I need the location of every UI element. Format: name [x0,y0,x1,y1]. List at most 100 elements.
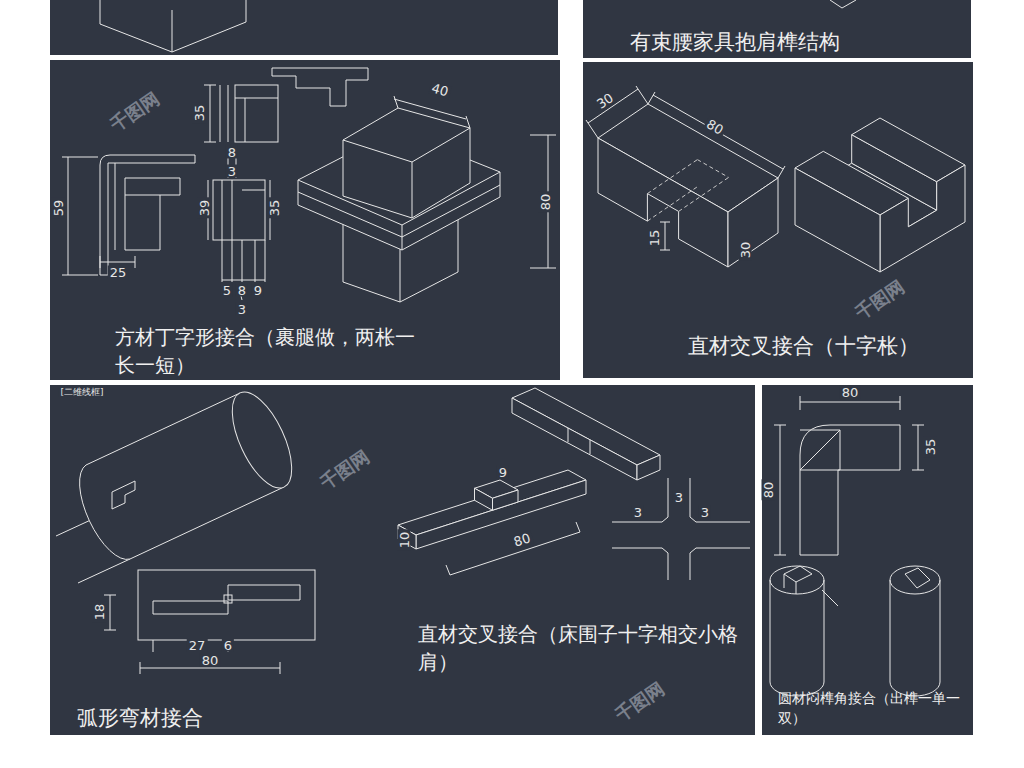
curved-joint [220,384,304,497]
dimension-label: 30 [739,240,752,261]
cross-lap-joint [598,138,728,267]
partial-drawing [100,0,246,52]
dimension-label: 10 [398,530,411,551]
bed-rail-cross-joint [446,522,580,575]
cross-lap-joint [586,86,965,272]
t-joint-details [213,180,265,240]
round-corner-joint [770,396,940,696]
cross-lap-joint [852,118,965,182]
bed-rail-cross-joint [568,428,590,454]
round-corner-joint [770,580,824,696]
panel-ground [50,60,560,380]
dimension-label: 3 [632,506,644,519]
bed-rail-cross-joint [512,388,660,465]
t-joint-details [235,85,278,142]
t-joint-details [115,163,180,250]
panel-caption: 弧形弯材接合 [77,705,277,731]
round-corner-joint [800,430,840,470]
dimension-label: 18 [93,602,106,623]
dimension-label: 35 [193,103,206,124]
dimension-label: 9 [252,284,264,297]
curved-joint [112,481,135,509]
panel-ground [50,0,973,735]
dimension-label: 80 [200,654,221,667]
dimension-label: 80 [539,192,552,213]
dimension-label: 3 [226,165,238,178]
round-corner-joint [770,566,824,594]
dimension-label: 3 [673,491,685,504]
dimension-label: 8 [236,284,248,297]
caption-panel: 圆材闷榫角接合（出榫一单一双） [762,385,973,735]
dimension-label: 3 [699,506,711,519]
dimension-label: 9 [497,466,509,479]
cross-lap-joint [660,222,670,250]
caption-panel: 弧形弯材接合直材交叉接合（床围子十字相交小格肩） [50,385,755,735]
curved-joint [138,570,315,640]
round-corner-joint [774,425,786,555]
curved-joint [140,640,280,674]
dimension-label: 80 [762,480,775,501]
curved-joint [104,595,116,630]
bed-rail-cross-joint [493,490,519,510]
cross-lap-joint [648,92,785,178]
panel-ground [50,385,755,735]
dimension-label: 25 [108,266,129,279]
round-corner-joint [912,425,924,470]
t-joint-details [220,85,278,142]
t-joint-details [100,155,195,275]
bed-rail-cross-joint [398,388,750,580]
round-corner-joint [784,566,838,606]
panel-caption: 直材交叉接合（十字枨） [688,333,968,359]
round-corner-joint [905,568,930,588]
bed-rail-cross-joint [475,488,493,510]
dimension-label: 35 [924,437,937,458]
dimension-label: 80 [840,386,861,399]
dimension-label: 3 [236,303,248,316]
curved-joint [56,384,315,674]
round-corner-joint [890,566,940,594]
t-joint-isometric [298,96,556,302]
dimension-label: 6 [222,639,234,652]
panel-ground [583,62,973,378]
panel-caption: 圆材闷榫角接合（出榫一单一双） [778,688,962,728]
caption-panel: 直材交叉接合（十字枨） [583,62,973,378]
dimension-label: 5 [221,284,233,297]
cross-lap-joint [880,165,965,272]
t-joint-details [204,85,216,142]
dimension-label: 35 [268,198,281,219]
partial-drawing [830,0,856,8]
dimension-label: 59 [52,198,65,219]
bed-rail-cross-joint [512,398,637,480]
cross-lap-joint [728,178,778,267]
panel-caption: 有束腰家具抱肩榫结构 [630,29,960,55]
dimension-label: 15 [648,228,661,249]
dimension-label: 27 [187,639,208,652]
t-joint-details [208,180,270,240]
bed-rail-cross-joint [612,478,750,580]
bed-rail-cross-joint [637,455,660,480]
t-joint-details [62,157,98,275]
dimension-label: 39 [198,198,211,219]
view-label: [二维线框] [58,388,105,397]
t-joint-isometric [343,128,470,218]
round-corner-joint [890,580,940,696]
t-joint-details [222,180,265,240]
t-joint-isometric [530,135,556,268]
t-joint-isometric [394,96,470,128]
t-joint-isometric [343,108,470,218]
panel-ground [50,0,558,55]
curved-joint [224,595,232,603]
cross-lap-joint [795,168,880,272]
dimension-label: 8 [226,146,238,159]
caption-panel: 有束腰家具抱肩榫结构 [583,0,971,58]
panel-caption: 方材丁字形接合（裹腿做，两枨一长一短） [115,323,415,379]
curved-joint [153,585,300,614]
panel-ground [762,385,973,735]
cross-lap-joint [647,160,728,222]
cross-lap-joint [586,86,648,138]
t-joint-details [272,68,368,106]
panel-ground [583,0,971,58]
